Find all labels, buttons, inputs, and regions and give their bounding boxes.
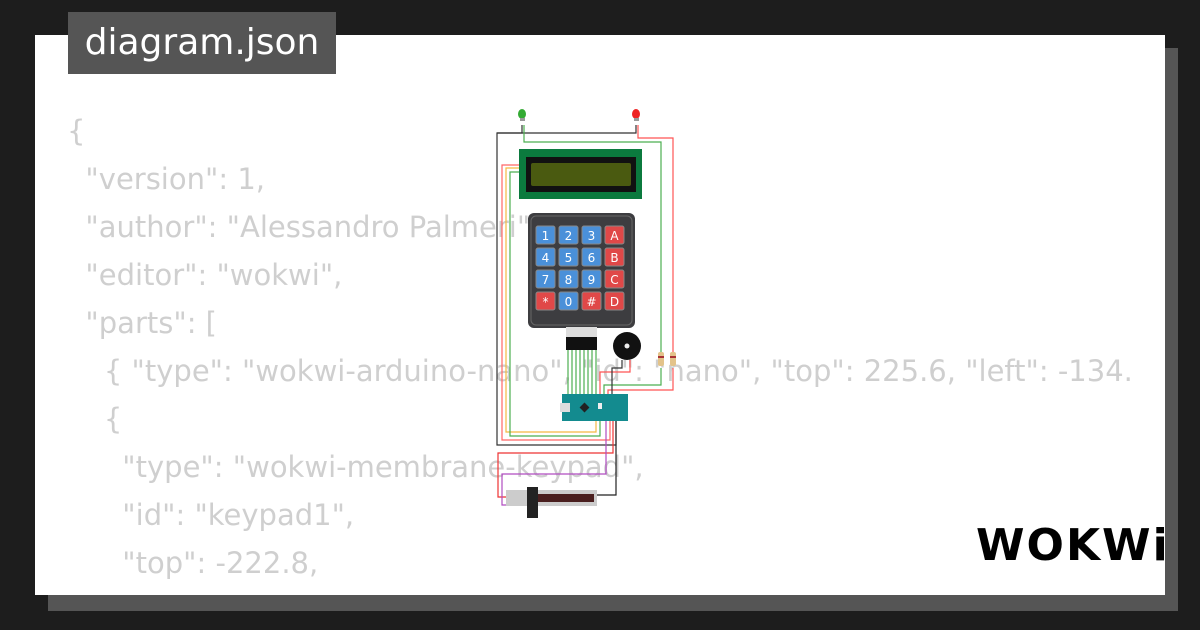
keypad-key-label: 2 bbox=[565, 229, 573, 243]
code-line: { bbox=[67, 402, 123, 436]
wire-black-pot bbox=[597, 420, 617, 496]
keypad-key-label: 9 bbox=[588, 273, 596, 287]
wire-green-lcd bbox=[509, 171, 601, 437]
code-line: "left": -215.2, bbox=[67, 587, 1133, 595]
buzzer bbox=[613, 332, 641, 360]
keypad-key[interactable]: C bbox=[604, 269, 625, 289]
code-line: "id": "keypad1", bbox=[67, 498, 355, 532]
led-green bbox=[518, 109, 526, 121]
wokwi-logo: WOKWi bbox=[976, 520, 1170, 571]
code-line: "parts": [ bbox=[67, 306, 217, 340]
wire-red-buzzer bbox=[599, 360, 631, 394]
keypad-key[interactable]: 1 bbox=[535, 225, 556, 245]
code-line: "top": -222.8, bbox=[67, 546, 319, 580]
code-line: "version": 1, bbox=[67, 162, 265, 196]
keypad-header bbox=[566, 327, 597, 350]
code-line: { "type": "wokwi-arduino-nano", "id": "n… bbox=[67, 354, 1133, 388]
keypad-key[interactable]: 6 bbox=[581, 247, 602, 267]
wire-black-buzzer bbox=[611, 360, 623, 394]
wire-red-lcd bbox=[501, 164, 611, 441]
keypad-key-label: 7 bbox=[542, 273, 550, 287]
keypad-key[interactable]: 2 bbox=[558, 225, 579, 245]
keypad-key-label: 3 bbox=[588, 229, 596, 243]
resistor bbox=[658, 352, 664, 366]
keypad-key-label: D bbox=[610, 295, 619, 309]
keypad-key[interactable]: 8 bbox=[558, 269, 579, 289]
keypad-key-label: B bbox=[610, 251, 618, 265]
wire-red-led bbox=[637, 125, 674, 352]
keypad-key[interactable]: * bbox=[535, 291, 556, 311]
keypad-key[interactable]: D bbox=[604, 291, 625, 311]
wire-orange-lcd bbox=[505, 167, 597, 433]
code-line: "type": "wokwi-membrane-keypad", bbox=[67, 450, 644, 484]
keypad-key-label: 1 bbox=[542, 229, 550, 243]
led-red bbox=[632, 109, 640, 121]
keypad-key[interactable]: 4 bbox=[535, 247, 556, 267]
keypad-key[interactable]: 9 bbox=[581, 269, 602, 289]
keypad-ribbon-wires bbox=[567, 350, 597, 394]
lcd-display bbox=[519, 149, 642, 199]
keypad-key-label: 6 bbox=[588, 251, 596, 265]
keypad-key-label: C bbox=[610, 273, 618, 287]
keypad-key-label: 5 bbox=[565, 251, 573, 265]
keypad-key-label: 0 bbox=[565, 295, 573, 309]
keypad-key[interactable]: # bbox=[581, 291, 602, 311]
code-line: { bbox=[67, 114, 86, 148]
keypad-key[interactable]: 7 bbox=[535, 269, 556, 289]
keypad-key[interactable]: 0 bbox=[558, 291, 579, 311]
code-line: "author": "Alessandro Palmeri", bbox=[67, 210, 540, 244]
wire-black-2 bbox=[497, 125, 637, 134]
wire-red-res bbox=[607, 368, 674, 394]
keypad-key[interactable]: 3 bbox=[581, 225, 602, 245]
keypad-key-label: * bbox=[543, 295, 549, 309]
keypad-key[interactable]: 5 bbox=[558, 247, 579, 267]
wire-green-led bbox=[523, 125, 662, 352]
keypad-key[interactable]: B bbox=[604, 247, 625, 267]
resistor bbox=[670, 352, 676, 366]
wire-green-res bbox=[603, 368, 662, 394]
arduino-nano bbox=[560, 394, 628, 421]
keypad-key-label: # bbox=[586, 295, 596, 309]
code-line: "editor": "wokwi", bbox=[67, 258, 343, 292]
keypad-key-label: 4 bbox=[542, 251, 550, 265]
file-title-tag: diagram.json bbox=[68, 12, 336, 74]
json-code: { "version": 1, "author": "Alessandro Pa… bbox=[67, 107, 1133, 595]
wire-purple-pot bbox=[501, 420, 607, 506]
keypad-key-label: A bbox=[610, 229, 619, 243]
keypad-key[interactable]: A bbox=[604, 225, 625, 245]
keypad-key-label: 8 bbox=[565, 273, 573, 287]
slide-potentiometer bbox=[506, 487, 597, 518]
wire-red-pot bbox=[497, 420, 614, 498]
